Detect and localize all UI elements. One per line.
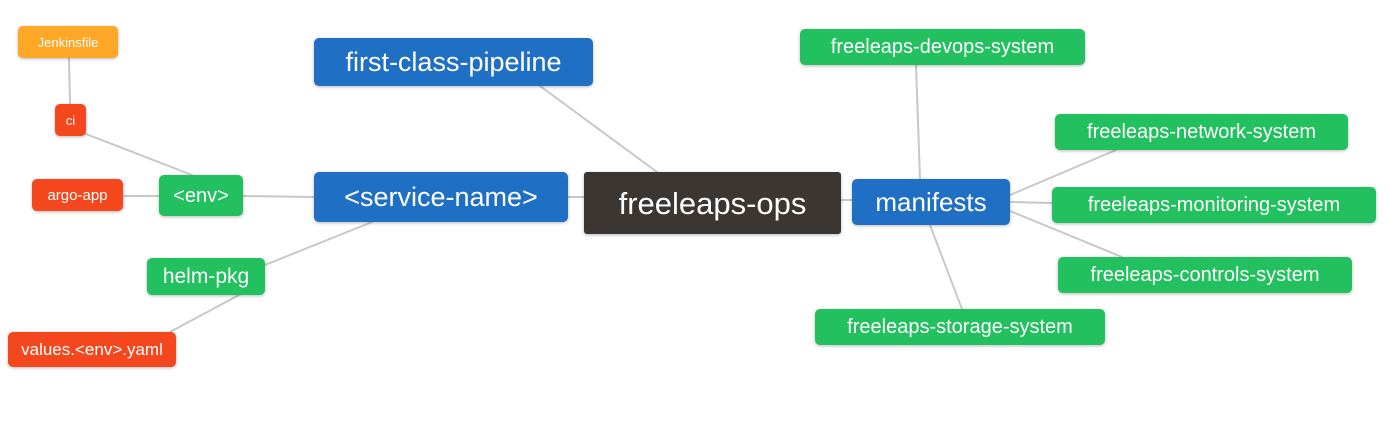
mindmap-node-controls[interactable]: freeleaps-controls-system [1058, 257, 1352, 293]
node-label: ci [65, 112, 76, 128]
edge-ci-to-env [85, 133, 193, 176]
node-label: <service-name> [344, 181, 538, 212]
mindmap-node-helm-pkg[interactable]: helm-pkg [147, 258, 265, 295]
node-label: freeleaps-storage-system [847, 316, 1073, 338]
edge-jenkinsfile-to-ci [68, 57, 71, 105]
node-label: freeleaps-ops [618, 185, 807, 221]
mindmap-node-manifests[interactable]: manifests [852, 179, 1010, 225]
node-label: manifests [875, 187, 987, 217]
mindmap-node-jenkinsfile[interactable]: Jenkinsfile [18, 26, 118, 58]
edge-env-to-service-name [242, 195, 315, 198]
node-label: first-class-pipeline [345, 46, 562, 77]
node-label: argo-app [47, 186, 108, 204]
mindmap-node-argo-app[interactable]: argo-app [32, 179, 123, 211]
node-label: freeleaps-network-system [1087, 121, 1316, 143]
mindmap-node-pipeline[interactable]: first-class-pipeline [314, 38, 593, 86]
mindmap-node-monitoring[interactable]: freeleaps-monitoring-system [1052, 187, 1376, 223]
edge-manifests-to-network [1009, 149, 1117, 196]
edge-manifests-to-storage [929, 224, 963, 310]
mindmap-node-network[interactable]: freeleaps-network-system [1055, 114, 1348, 150]
edge-manifests-to-monitoring [1009, 201, 1053, 204]
edge-values-yaml-to-helm-pkg [169, 287, 253, 333]
mindmap-node-values-yaml[interactable]: values.<env>.yaml [8, 332, 176, 367]
node-label: <env> [173, 184, 229, 207]
mindmap-node-env[interactable]: <env> [159, 175, 243, 216]
node-label: Jenkinsfile [37, 34, 99, 50]
node-label: values.<env>.yaml [21, 340, 163, 359]
node-label: freeleaps-devops-system [830, 36, 1055, 58]
mindmap-node-storage[interactable]: freeleaps-storage-system [815, 309, 1105, 345]
edge-pipeline-to-root [539, 85, 658, 173]
node-label: freeleaps-monitoring-system [1087, 194, 1341, 216]
edge-manifests-to-devops [915, 64, 921, 180]
edge-helm-pkg-to-service-name [264, 221, 373, 266]
node-label: freeleaps-controls-system [1090, 264, 1320, 286]
node-label: helm-pkg [162, 265, 250, 288]
edge-manifests-to-controls [1009, 210, 1123, 258]
mindmap-node-root[interactable]: freeleaps-ops [584, 172, 841, 234]
mindmap-node-devops[interactable]: freeleaps-devops-system [800, 29, 1085, 65]
mindmap-node-service-name[interactable]: <service-name> [314, 172, 568, 222]
mindmap-node-ci[interactable]: ci [55, 104, 86, 136]
